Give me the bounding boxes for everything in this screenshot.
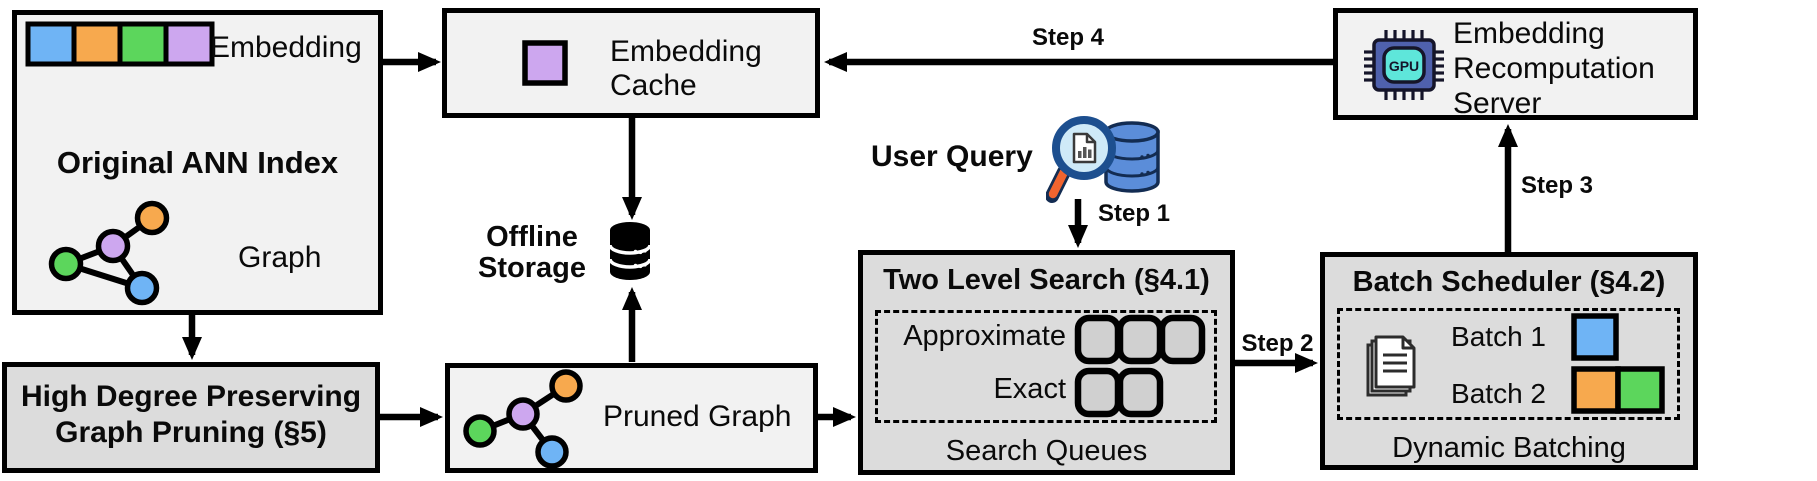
batch-1-label: Batch 1	[1451, 321, 1546, 352]
query-magnifier	[1046, 116, 1116, 203]
exact-label: Exact	[993, 373, 1066, 405]
graph-icon	[48, 200, 170, 306]
database-icon	[608, 222, 652, 280]
recomputation-server-label: Embedding Recomputation Server	[1453, 17, 1655, 120]
gpu-chip-core	[1382, 46, 1426, 84]
embedding-cache-label: Embedding Cache	[610, 35, 762, 102]
graph-pruning-box: High Degree Preserving Graph Pruning (§5…	[2, 362, 380, 473]
step-3-label: Step 3	[1521, 172, 1594, 199]
graph-node-blue	[124, 270, 160, 306]
graph-node-green	[48, 246, 84, 282]
recomputation-server-box: GPU Embedding Recomputation Server	[1333, 8, 1698, 120]
embedding-cell-purple	[163, 21, 215, 67]
query-magnifier-database-icon	[1046, 116, 1160, 203]
batch-1-icon	[1571, 313, 1619, 361]
graph-node-orange	[134, 200, 170, 236]
search-queues-footer: Search Queues	[945, 435, 1148, 467]
pruned-node-green	[463, 414, 497, 448]
pruned-graph-box: Pruned Graph	[445, 363, 818, 473]
embedding-vector-icon	[25, 21, 215, 67]
documents-icon	[1366, 335, 1416, 397]
exact-queue-icon	[1074, 367, 1164, 418]
step-1-label: Step 1	[1098, 200, 1171, 227]
search-queues-panel: Approximate Exact	[875, 310, 1217, 423]
cache-cell-purple	[522, 40, 568, 86]
dynamic-batching-footer: Dynamic Batching	[1392, 432, 1626, 464]
approximate-queue-icon	[1074, 314, 1206, 365]
original-ann-index-title: Original ANN Index	[56, 145, 339, 180]
approximate-label: Approximate	[903, 320, 1066, 352]
gpu-chip-label: GPU	[1389, 58, 1419, 74]
query-db	[1104, 121, 1160, 193]
graph-node-purple	[95, 228, 131, 264]
batch-scheduler-title: Batch Scheduler (§4.2)	[1352, 266, 1666, 298]
cached-embedding-icon	[522, 40, 568, 86]
pruned-graph-icon	[463, 369, 583, 469]
two-level-search-title: Two Level Search (§4.1)	[883, 264, 1210, 296]
batch-2-label: Batch 2	[1451, 378, 1546, 409]
batch-scheduler-box: Batch Scheduler (§4.2) Batch 1 Batch 2	[1320, 252, 1698, 470]
offline-storage-label: Offline Storage	[478, 221, 586, 284]
pruned-node-blue	[535, 435, 569, 469]
pruned-node-purple	[506, 397, 540, 431]
embedding-cell-blue	[25, 21, 77, 67]
pruned-node-orange	[549, 369, 583, 403]
embedding-label: Embedding	[210, 31, 362, 64]
two-level-search-box: Two Level Search (§4.1) Approximate Exac…	[858, 250, 1235, 475]
gpu-icon: GPU	[1364, 30, 1444, 100]
dynamic-batching-panel: Batch 1 Batch 2	[1337, 308, 1680, 420]
graph-label: Graph	[238, 241, 322, 274]
batch-2-icon	[1571, 366, 1665, 414]
graph-pruning-title: High Degree Preserving Graph Pruning (§5…	[20, 380, 362, 449]
embedding-cell-green	[117, 21, 169, 67]
step-4-label: Step 4	[1031, 24, 1105, 51]
pruned-graph-label: Pruned Graph	[603, 400, 792, 433]
embedding-cell-orange	[71, 21, 123, 67]
embedding-cache-box: Embedding Cache	[442, 8, 820, 118]
user-query-label: User Query	[871, 140, 1033, 173]
original-ann-index-box: Embedding Original ANN Index Graph	[12, 10, 383, 315]
step-2-label: Step 2	[1241, 330, 1314, 357]
